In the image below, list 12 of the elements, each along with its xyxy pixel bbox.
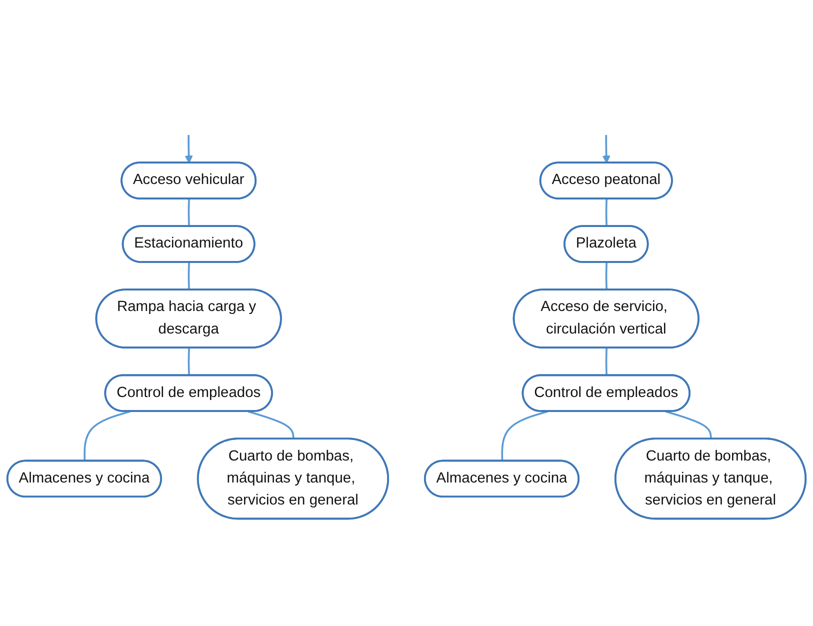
connector (188, 198, 190, 227)
arrow (602, 134, 610, 164)
connector (605, 348, 608, 376)
connector (188, 262, 190, 290)
arrow (184, 134, 193, 164)
connector (605, 262, 608, 290)
connector (248, 410, 294, 440)
connector (188, 348, 190, 376)
connector (84, 410, 130, 462)
connector (665, 410, 712, 440)
connector (501, 410, 548, 462)
connector (605, 198, 608, 227)
